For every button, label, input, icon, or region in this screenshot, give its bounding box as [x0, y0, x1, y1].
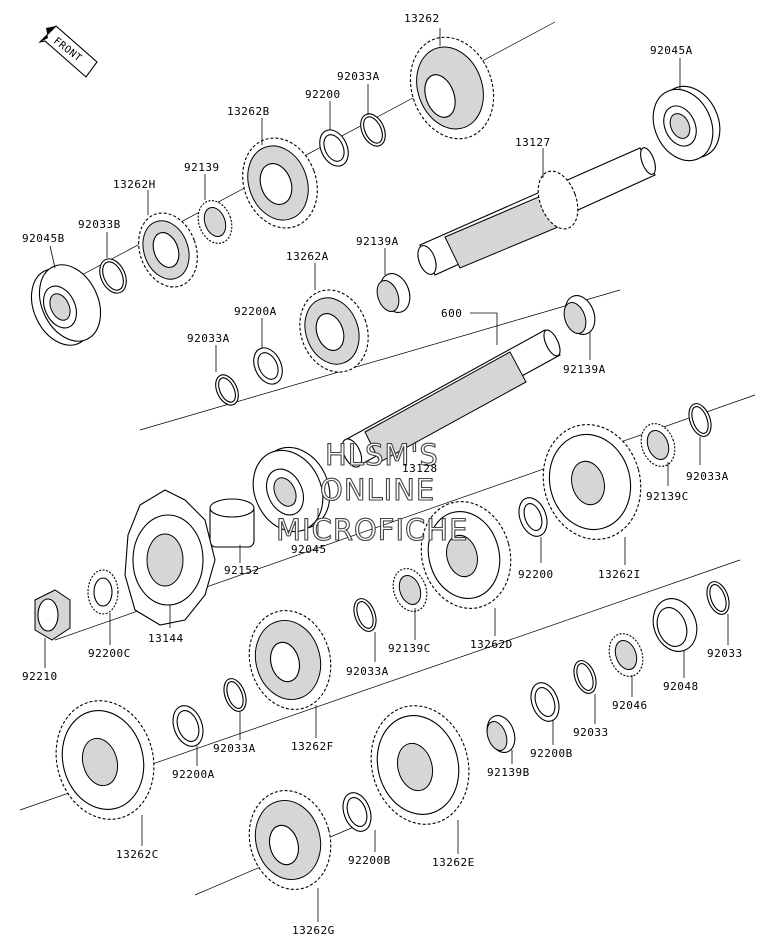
circlip-92033-mid	[573, 660, 597, 694]
callout-13262g: 13262G	[292, 924, 335, 937]
callout-92033a-4: 92033A	[346, 665, 389, 678]
callout-92200: 92200	[305, 88, 341, 101]
callout-13262h: 13262H	[113, 178, 156, 191]
bearing-92045	[252, 446, 331, 533]
circlip-92033a-left	[215, 374, 239, 406]
callout-92033a-5: 92033A	[213, 742, 256, 755]
callout-92048: 92048	[663, 680, 699, 693]
bearing-92045b	[30, 264, 102, 346]
callout-92200a: 92200A	[234, 305, 277, 318]
callout-92033b: 92033B	[78, 218, 121, 231]
bushing-92139a-2	[563, 295, 596, 335]
circlip-92033a-mid	[353, 598, 377, 632]
circlip-92033b	[99, 258, 127, 294]
washer-92200c	[87, 569, 119, 615]
bearing-92045a	[652, 85, 721, 162]
callout-13262d: 13262D	[470, 638, 513, 651]
leader-lines	[44, 28, 729, 922]
collar-92152	[209, 498, 255, 548]
gear-13262g	[248, 790, 332, 890]
gear-13262d	[420, 501, 512, 609]
callout-92046: 92046	[612, 699, 648, 712]
washer-92200a	[253, 347, 283, 385]
callout-600: 600	[441, 307, 462, 320]
callout-92045b: 92045B	[22, 232, 65, 245]
gear-13262h	[138, 212, 198, 288]
washer-92200b	[530, 682, 560, 722]
callout-92200a-2: 92200A	[172, 768, 215, 781]
callout-13262i: 13262I	[598, 568, 641, 581]
callout-92139c-2: 92139C	[388, 642, 431, 655]
front-arrow-icon: FRONT	[38, 25, 98, 78]
watermark-line-1: HLSM'S	[325, 438, 439, 472]
needle-bearing-92139c	[640, 423, 676, 467]
washer-92200a-2	[172, 705, 204, 747]
nut-92210	[34, 589, 71, 641]
callout-13128: 13128	[402, 462, 438, 475]
callout-92200-2: 92200	[518, 568, 554, 581]
callout-labels: 13262 92033A 92045A 92200 13262B 92139 1…	[22, 12, 743, 937]
callout-92139c: 92139C	[646, 490, 689, 503]
gear-13262e	[370, 705, 470, 825]
washer-92200b-2	[342, 792, 372, 832]
callout-92033a-3: 92033A	[686, 470, 729, 483]
bushing-92139a	[376, 273, 411, 313]
callout-13144: 13144	[148, 632, 184, 645]
washer-92200-2	[518, 497, 548, 537]
callout-92200c: 92200C	[88, 647, 131, 660]
callout-92200b: 92200B	[530, 747, 573, 760]
shaft-13127	[417, 147, 656, 276]
gear-13262b	[242, 137, 318, 229]
gear-13262i	[542, 424, 642, 540]
callout-92152: 92152	[224, 564, 260, 577]
callout-92139a-2: 92139A	[563, 363, 606, 376]
circlip-92033a-low	[223, 678, 247, 712]
callout-13262f: 13262F	[291, 740, 334, 753]
callout-92033a-2: 92033A	[187, 332, 230, 345]
callout-92045: 92045	[291, 543, 327, 556]
callout-92033a: 92033A	[337, 70, 380, 83]
callout-92139: 92139	[184, 161, 220, 174]
circlip-92033a-right	[688, 403, 712, 437]
callout-13262b: 13262B	[227, 105, 270, 118]
needle-bearing-92046	[608, 633, 644, 677]
gear-13262c	[55, 700, 155, 820]
sprocket-13144	[124, 489, 216, 626]
callout-92200b-2: 92200B	[348, 854, 391, 867]
callout-13262e: 13262E	[432, 856, 475, 869]
circlip-92033a-top	[360, 113, 386, 147]
callout-13127: 13127	[515, 136, 551, 149]
bushing-92139b	[486, 715, 516, 753]
needle-bearing-92139	[197, 200, 233, 244]
washer-92200	[319, 129, 349, 167]
watermark-line-2: ONLINE	[320, 473, 435, 507]
callout-92210: 92210	[22, 670, 58, 683]
gear-13262	[409, 36, 495, 140]
gear-13262a	[299, 289, 369, 373]
callout-92045a: 92045A	[650, 44, 693, 57]
callout-13262: 13262	[404, 12, 440, 25]
circlip-92033-right	[706, 581, 730, 615]
watermark: HLSM'S ONLINE MICROFICHE	[275, 437, 468, 547]
callout-92139a: 92139A	[356, 235, 399, 248]
callout-92033-2: 92033	[573, 726, 609, 739]
needle-bearing-92139c-2	[392, 568, 428, 612]
callout-13262c: 13262C	[116, 848, 159, 861]
callout-92139b: 92139B	[487, 766, 530, 779]
gear-13262f	[248, 610, 332, 710]
watermark-line-3: MICROFICHE	[276, 513, 468, 547]
callout-92033: 92033	[707, 647, 743, 660]
collar-92048	[652, 598, 698, 652]
shaft-13128	[341, 329, 561, 468]
callout-13262a: 13262A	[286, 250, 329, 263]
